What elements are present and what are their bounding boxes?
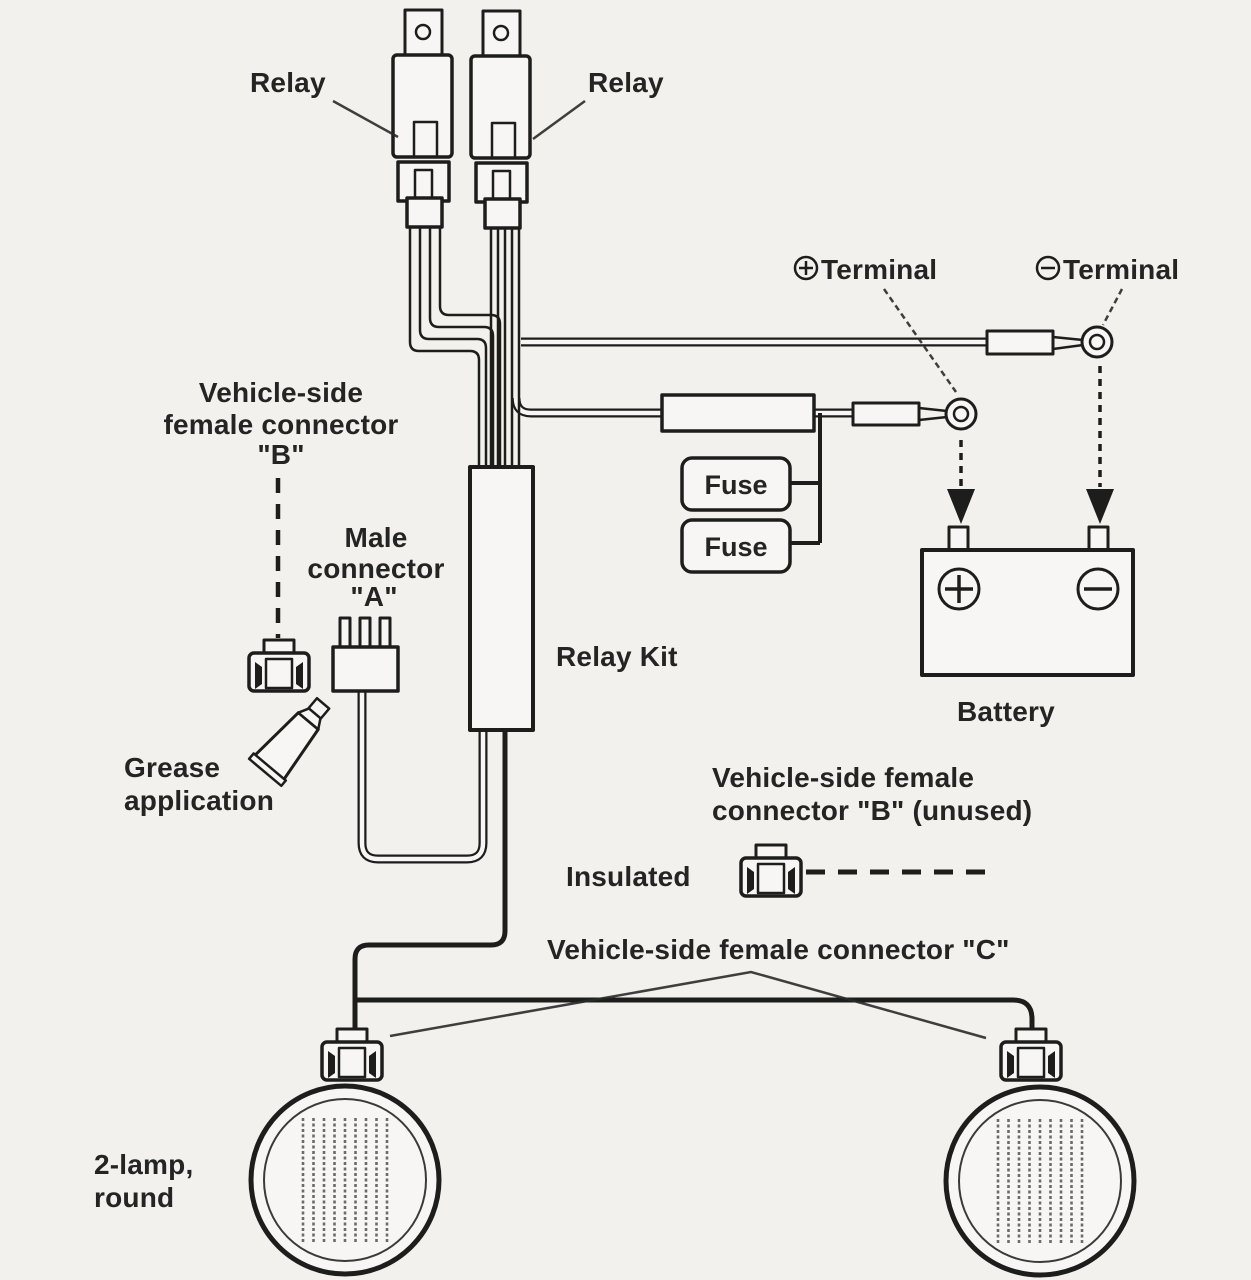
- negative-ring-terminal: [985, 325, 1114, 359]
- svg-text:"A": "A": [350, 581, 397, 612]
- relay-left-wires: [408, 227, 502, 467]
- battery: [920, 525, 1135, 677]
- svg-text:application: application: [124, 785, 274, 816]
- svg-text:2-lamp,: 2-lamp,: [94, 1149, 193, 1180]
- relay-left-leader: [332, 99, 399, 139]
- positive-terminal-label: Terminal: [793, 254, 937, 285]
- svg-text:"B": "B": [257, 439, 304, 470]
- svg-text:round: round: [94, 1182, 174, 1213]
- svg-text:connector "B" (unused): connector "B" (unused): [712, 795, 1032, 826]
- svg-text:Vehicle-side female: Vehicle-side female: [712, 762, 974, 793]
- fuse-box-top: Fuse: [680, 456, 792, 512]
- battery-label: Battery: [957, 696, 1055, 727]
- arrow-to-positive-post: [947, 440, 975, 524]
- relay-left-label: Relay: [250, 67, 326, 98]
- fuse-bottom-label: Fuse: [704, 532, 767, 562]
- grease-label: Grease application: [124, 752, 274, 816]
- connector-b-unused-label: Vehicle-side female connector "B" (unuse…: [712, 762, 1032, 826]
- relay-left-icon: [391, 8, 454, 229]
- male-connector-a-icon: [331, 616, 400, 693]
- arrow-to-negative-post: [1086, 366, 1114, 524]
- svg-text:Vehicle-side: Vehicle-side: [199, 377, 363, 408]
- minus-circle-icon: [1035, 255, 1061, 281]
- battery-plus-icon: [937, 567, 981, 611]
- svg-text:Male: Male: [344, 522, 407, 553]
- relay-kit-label: Relay Kit: [556, 641, 678, 672]
- insulated-label: Insulated: [566, 861, 691, 892]
- connector-c-label: Vehicle-side female connector "C": [547, 934, 1010, 965]
- inline-fuse-holder: [660, 393, 816, 433]
- lamp-label: 2-lamp, round: [94, 1149, 193, 1213]
- grease-tube-icon: [247, 697, 331, 788]
- relay-right-label: Relay: [588, 67, 664, 98]
- lamp-feed-wire: [352, 732, 508, 1031]
- relay-right-leader: [532, 99, 586, 141]
- plus-circle-icon: [793, 255, 819, 281]
- male-connector-a-label: Male connector "A": [307, 522, 444, 612]
- svg-text:Terminal: Terminal: [821, 254, 937, 285]
- positive-terminal-leader: [882, 288, 958, 393]
- male-connector-wire: [357, 691, 488, 864]
- svg-text:Grease: Grease: [124, 752, 220, 783]
- svg-text:Terminal: Terminal: [1063, 254, 1179, 285]
- positive-ring-terminal: [851, 397, 978, 431]
- relay-right-wires: [489, 228, 521, 467]
- connector-c-leaders: [389, 970, 987, 1040]
- negative-terminal-leader: [1101, 288, 1124, 326]
- relay-kit-sleeve: [468, 465, 535, 732]
- lamp-right: [946, 1087, 1134, 1275]
- lamp-left: [251, 1086, 439, 1274]
- connector-b-unused-icon: [739, 843, 803, 898]
- female-connector-b-label: Vehicle-side female connector "B": [163, 377, 398, 470]
- battery-case: [920, 548, 1135, 677]
- female-connector-b-icon: [247, 638, 311, 693]
- svg-text:connector: connector: [307, 553, 444, 584]
- svg-text:female connector: female connector: [163, 409, 398, 440]
- relay-right-icon: [469, 9, 532, 230]
- lamp-crossover-wire: [355, 997, 1035, 1031]
- negative-terminal-label: Terminal: [1035, 254, 1179, 285]
- fuse-box-bottom: Fuse: [680, 518, 792, 574]
- battery-minus-icon: [1076, 567, 1120, 611]
- connector-c-right-icon: [999, 1027, 1063, 1082]
- connector-c-left-icon: [320, 1027, 384, 1082]
- fuse-top-label: Fuse: [704, 470, 767, 500]
